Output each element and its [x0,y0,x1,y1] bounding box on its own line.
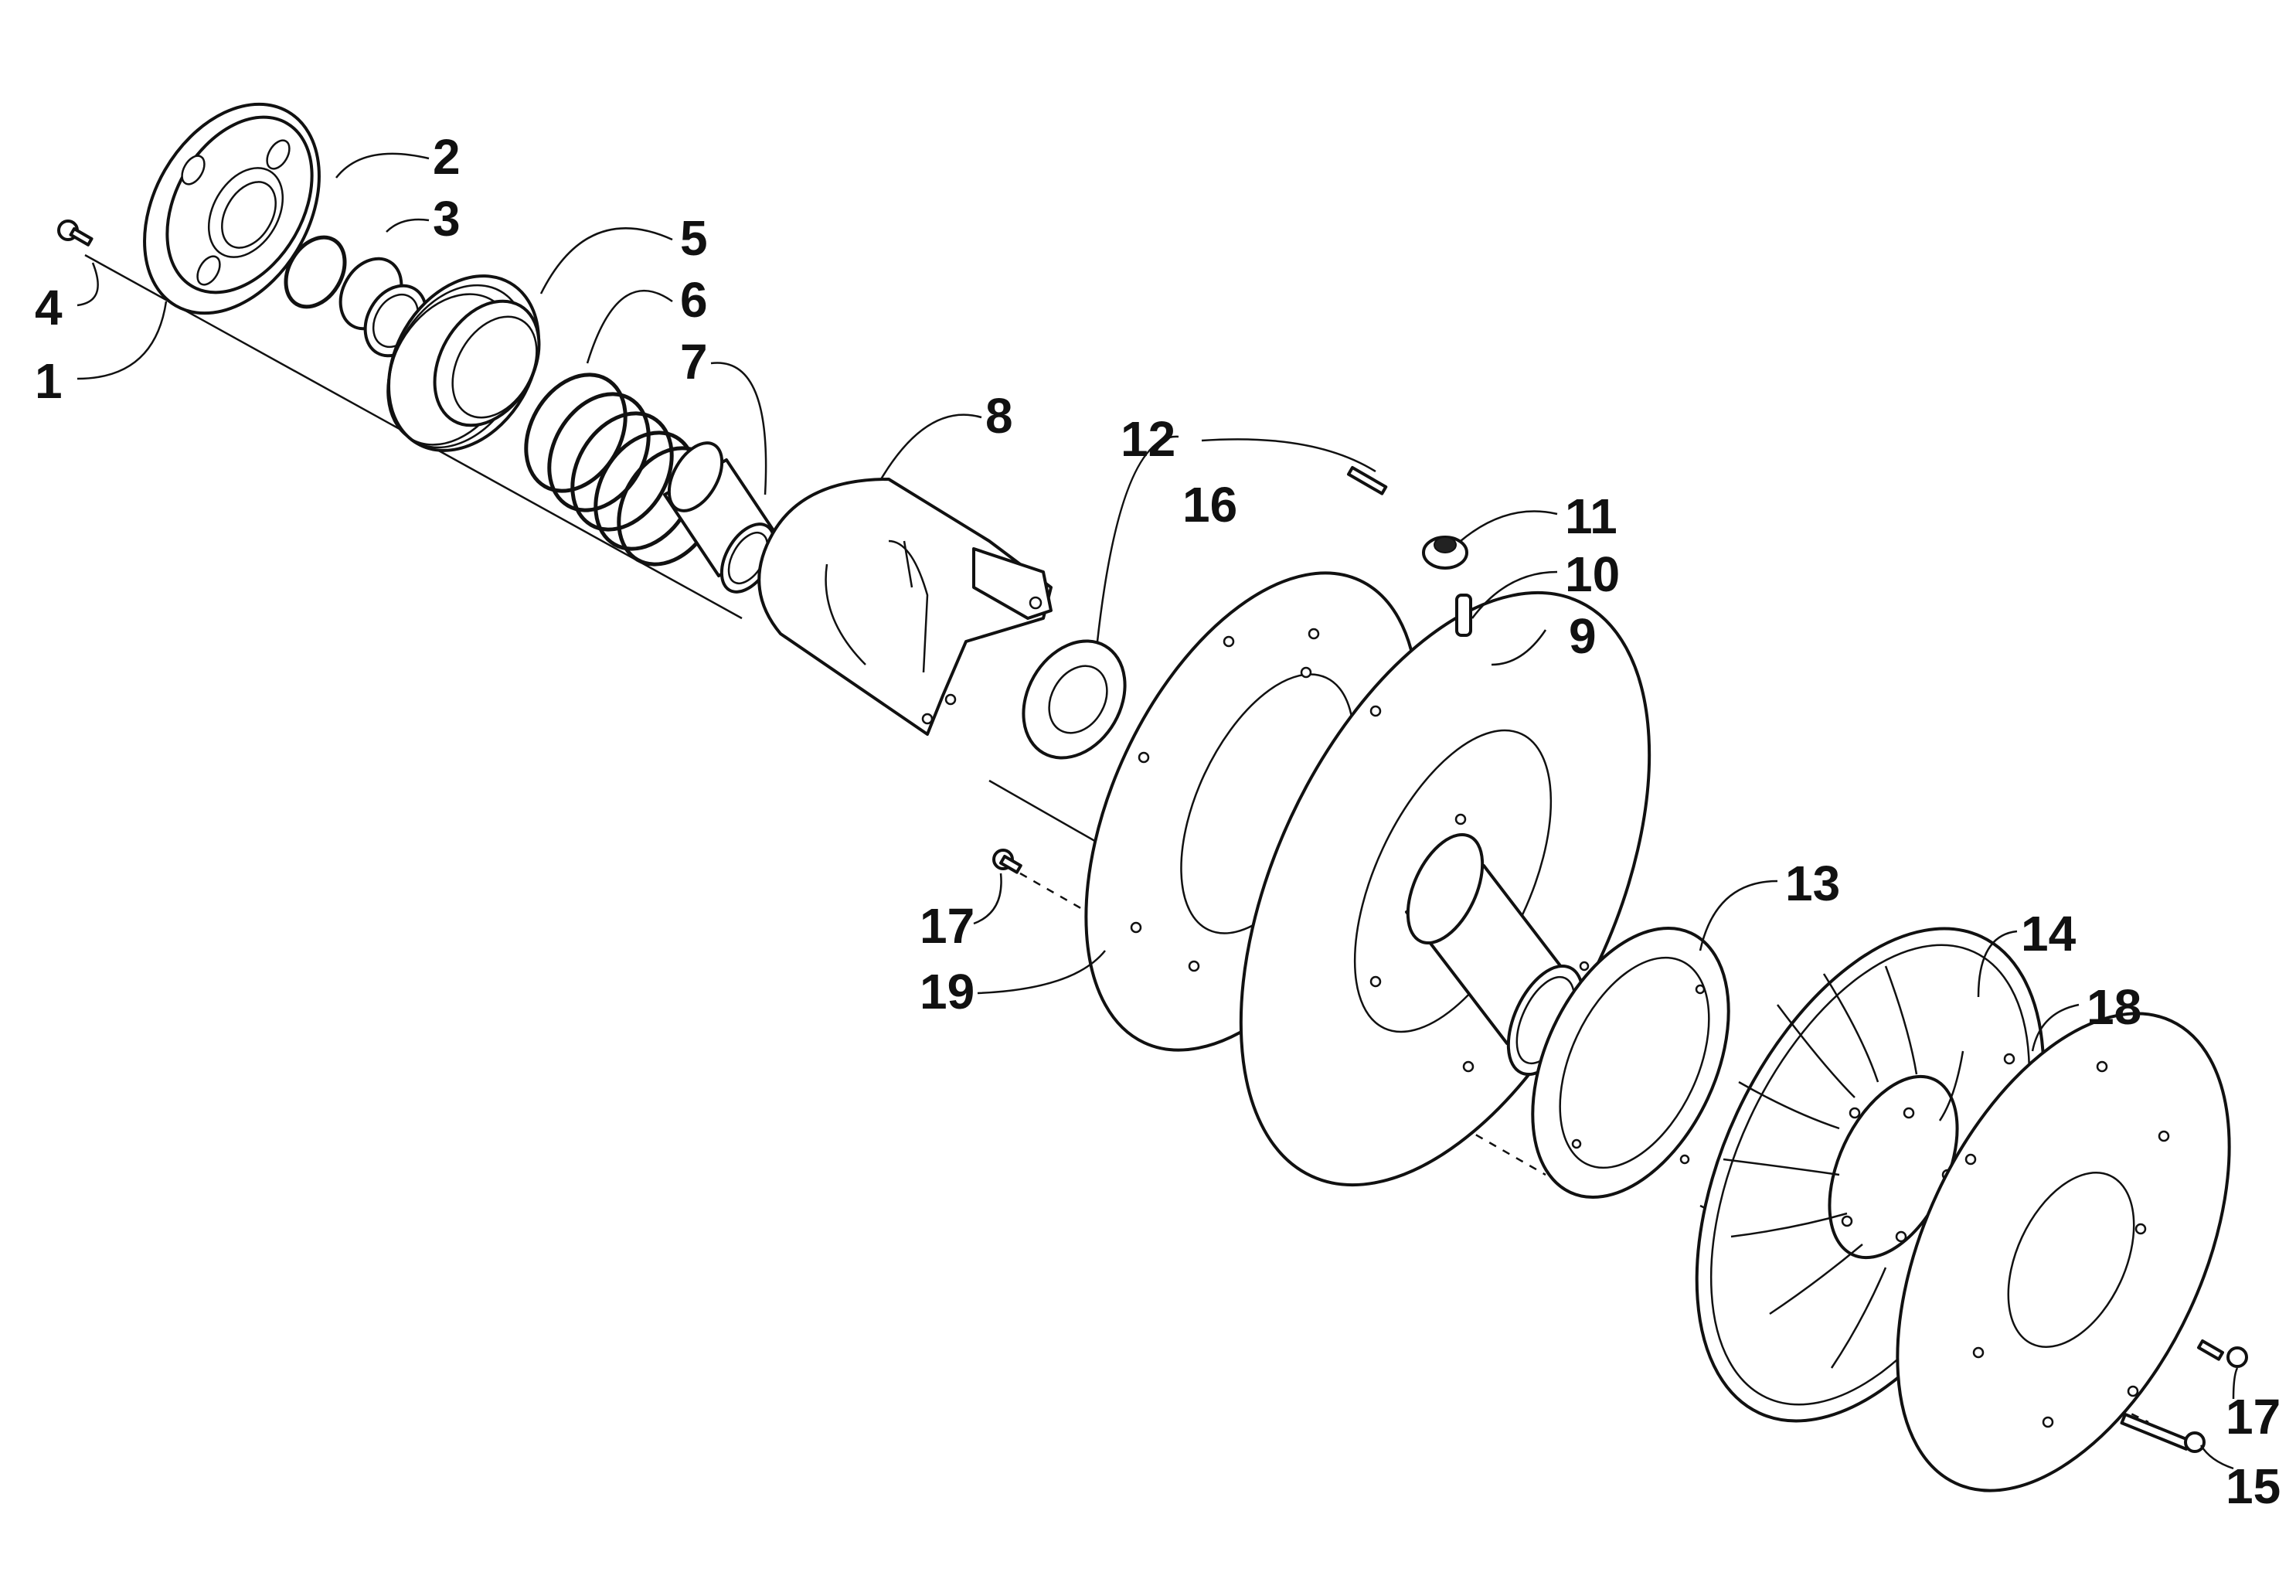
part-9-main-sheave [1239,590,1651,1187]
callout-18: 18 [2087,979,2141,1035]
callout-labels: 2 3 5 6 7 8 12 16 11 10 9 4 1 17 19 13 1… [35,129,2281,1514]
callout-3: 3 [433,191,461,247]
callout-4: 4 [35,280,63,335]
part-5-spring-cap [386,274,541,452]
part-1-end-cap [143,102,321,315]
callout-2: 2 [433,129,461,185]
callout-14: 14 [2021,906,2077,961]
callout-17-left: 17 [920,898,975,954]
part-11-roller-cap [1422,536,1468,570]
callout-10: 10 [1565,546,1620,602]
part-10-roller-pin [1455,594,1472,637]
part-2-snap-ring [284,235,347,309]
callout-8: 8 [985,388,1013,444]
part-8-cam-helix [757,478,1053,736]
callout-15: 15 [2226,1458,2281,1514]
callout-13: 13 [1785,856,1840,911]
part-16-washer [1022,639,1127,760]
callout-12: 12 [1121,411,1175,467]
callout-17-right: 17 [2226,1389,2281,1445]
callout-6: 6 [680,272,708,328]
part-13-spacer-plate [1531,927,1730,1199]
callout-5: 5 [680,210,708,266]
part-12-pin [1347,466,1388,495]
callout-7: 7 [680,334,708,390]
part-17-screw-right [2197,1339,2248,1368]
part-7-sleeve [663,441,782,594]
callout-9: 9 [1569,608,1597,664]
part-17-screw-left [992,849,1022,874]
part-3-bushing [338,257,428,358]
callout-11: 11 [1565,488,1617,544]
part-4-screw [57,219,94,247]
callout-16: 16 [1182,477,1237,533]
part-18-cover-plate [1896,1012,2231,1492]
part-15-bolt [2120,1412,2206,1453]
leader-lines [77,152,2239,1470]
callout-19: 19 [920,964,975,1019]
callout-1: 1 [35,353,63,409]
